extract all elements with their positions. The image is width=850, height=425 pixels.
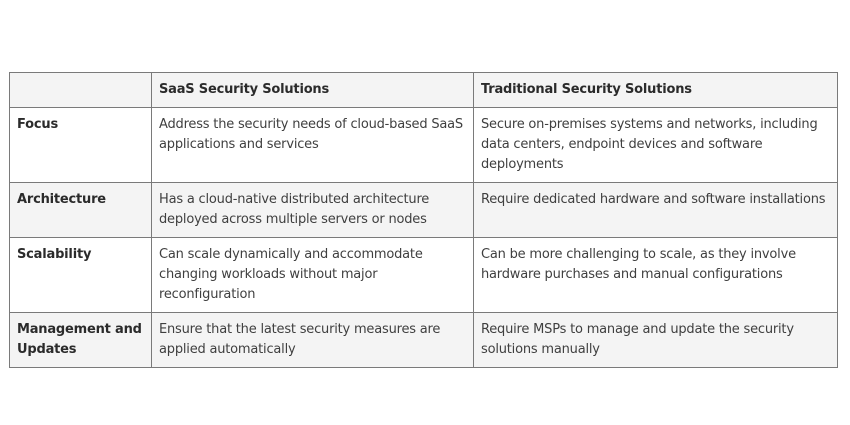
comparison-table: SaaS Security Solutions Traditional Secu… — [9, 72, 838, 368]
header-empty — [9, 72, 152, 108]
header-saas: SaaS Security Solutions — [151, 72, 474, 108]
row-label: Architecture — [9, 182, 152, 238]
row-label: Focus — [9, 107, 152, 183]
row-label: Management and Updates — [9, 312, 152, 368]
traditional-cell: Require dedicated hardware and software … — [473, 182, 838, 238]
header-traditional: Traditional Security Solutions — [473, 72, 838, 108]
saas-cell: Ensure that the latest security measures… — [151, 312, 474, 368]
table-row-architecture: Architecture Has a cloud-native distribu… — [9, 182, 838, 238]
traditional-cell: Secure on-premises systems and networks,… — [473, 107, 838, 183]
table-row-management: Management and Updates Ensure that the l… — [9, 312, 838, 368]
traditional-cell: Can be more challenging to scale, as the… — [473, 237, 838, 313]
row-label: Scalability — [9, 237, 152, 313]
table-header-row: SaaS Security Solutions Traditional Secu… — [9, 72, 838, 108]
saas-cell: Address the security needs of cloud-base… — [151, 107, 474, 183]
traditional-cell: Require MSPs to manage and update the se… — [473, 312, 838, 368]
saas-cell: Can scale dynamically and accommodate ch… — [151, 237, 474, 313]
saas-cell: Has a cloud-native distributed architect… — [151, 182, 474, 238]
table-row-focus: Focus Address the security needs of clou… — [9, 107, 838, 183]
table-row-scalability: Scalability Can scale dynamically and ac… — [9, 237, 838, 313]
